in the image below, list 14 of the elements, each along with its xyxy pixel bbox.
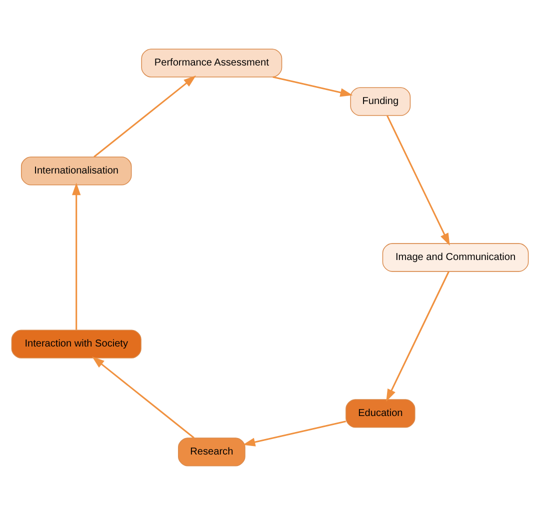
arrow bbox=[92, 356, 194, 438]
arrow bbox=[272, 76, 353, 96]
node-box: Funding bbox=[350, 86, 411, 116]
arrow bbox=[386, 114, 450, 246]
arrow bbox=[94, 75, 196, 157]
node-box: Performance Assessment bbox=[141, 48, 282, 77]
node-box: Education bbox=[346, 398, 416, 428]
node-box: Interaction with Society bbox=[11, 329, 142, 358]
node-box: Image and Communication bbox=[382, 242, 529, 272]
arrow bbox=[72, 182, 81, 330]
node-box: Internationalisation bbox=[20, 156, 132, 185]
arrow bbox=[242, 420, 346, 446]
arrow bbox=[386, 270, 450, 402]
node-box: Research bbox=[178, 437, 246, 466]
